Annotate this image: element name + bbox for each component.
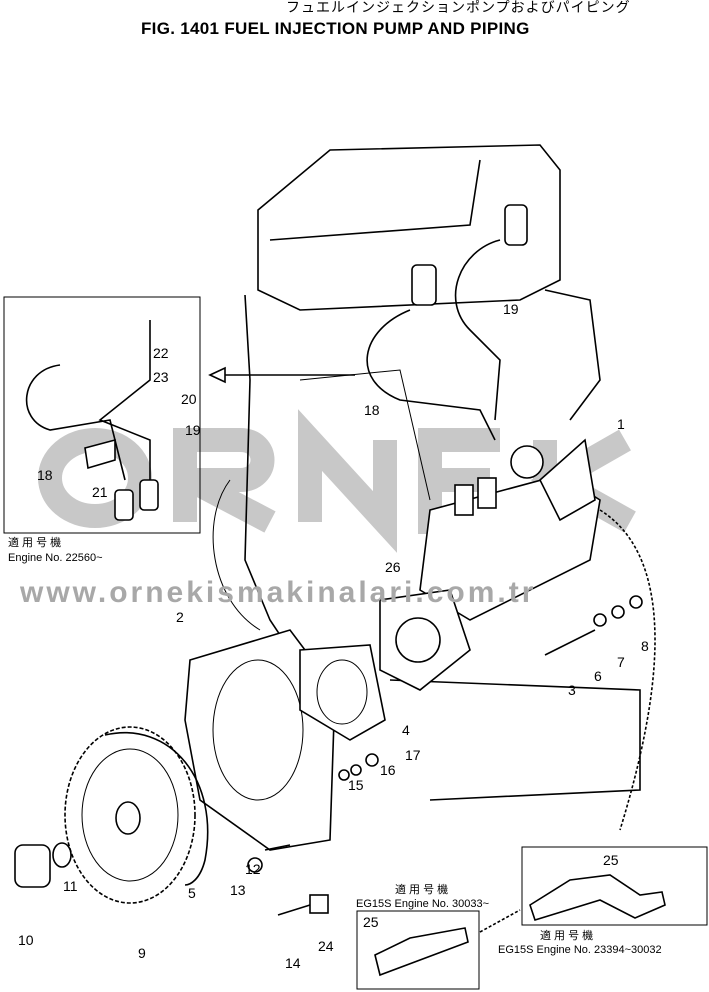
- arrow-head: [208, 366, 226, 384]
- drive-gear: [14, 726, 209, 904]
- callout-20: 20: [181, 391, 197, 407]
- callout-7: 7: [617, 654, 625, 670]
- callout-13: 13: [230, 882, 246, 898]
- figure-title: FIG. 1401 FUEL INJECTION PUMP AND PIPING: [141, 19, 530, 38]
- callout-26: 26: [385, 559, 401, 575]
- callout-18-inset: 18: [37, 467, 53, 483]
- callout-15: 15: [348, 777, 364, 793]
- inset-top-left: 適 用 号 機 Engine No. 22560~: [3, 296, 201, 564]
- callout-19: 19: [503, 301, 519, 317]
- injection-pump: [379, 438, 601, 691]
- fuel-pipes: [366, 204, 528, 441]
- callout-19-inset: 19: [185, 422, 201, 438]
- japanese-title: フュエルインジェクションポンプおよびパイピング: [286, 0, 631, 16]
- callout-2: 2: [176, 609, 184, 625]
- callout-14: 14: [285, 955, 301, 971]
- callout-22: 22: [153, 345, 169, 361]
- watermark-url: www.ornekismakinalari.com.tr: [19, 576, 536, 609]
- callout-17: 17: [405, 747, 421, 763]
- callout-5: 5: [188, 885, 196, 901]
- inset-engine-no: EG15S Engine No. 30033~: [356, 898, 489, 910]
- inset-applicable-label: 適 用 号 機: [540, 928, 593, 942]
- callout-8: 8: [641, 638, 649, 654]
- callout-4: 4: [402, 722, 410, 738]
- callouts: 1 2 3 4 5 6 7 8 9 10 11 12 13 14 15 16 1…: [18, 301, 649, 971]
- callout-10: 10: [18, 932, 34, 948]
- inset-bottom-large: 適 用 号 機 EG15S Engine No. 23394~30032: [479, 846, 708, 956]
- wire: [599, 509, 656, 831]
- callout-24: 24: [318, 938, 334, 954]
- callout-9: 9: [138, 945, 146, 961]
- callout-16: 16: [380, 762, 396, 778]
- callout-25-large: 25: [603, 852, 619, 868]
- callout-21: 21: [92, 484, 108, 500]
- callout-3: 3: [568, 682, 576, 698]
- callout-11: 11: [63, 878, 78, 894]
- gear-housing: [184, 629, 386, 851]
- callout-23: 23: [153, 369, 169, 385]
- inset-engine-no: Engine No. 22560~: [8, 552, 103, 564]
- inset-bottom-small: 適 用 号 機 EG15S Engine No. 30033~: [356, 882, 489, 990]
- callout-6: 6: [594, 668, 602, 684]
- callout-1: 1: [617, 416, 625, 432]
- inset-applicable-label: 適 用 号 機: [8, 535, 61, 549]
- bolts: [247, 595, 643, 916]
- inset-applicable-label: 適 用 号 機: [395, 882, 448, 896]
- callout-25-small: 25: [363, 914, 379, 930]
- callout-12: 12: [245, 861, 261, 877]
- callout-18: 18: [364, 402, 380, 418]
- inset-engine-no: EG15S Engine No. 23394~30032: [498, 944, 662, 956]
